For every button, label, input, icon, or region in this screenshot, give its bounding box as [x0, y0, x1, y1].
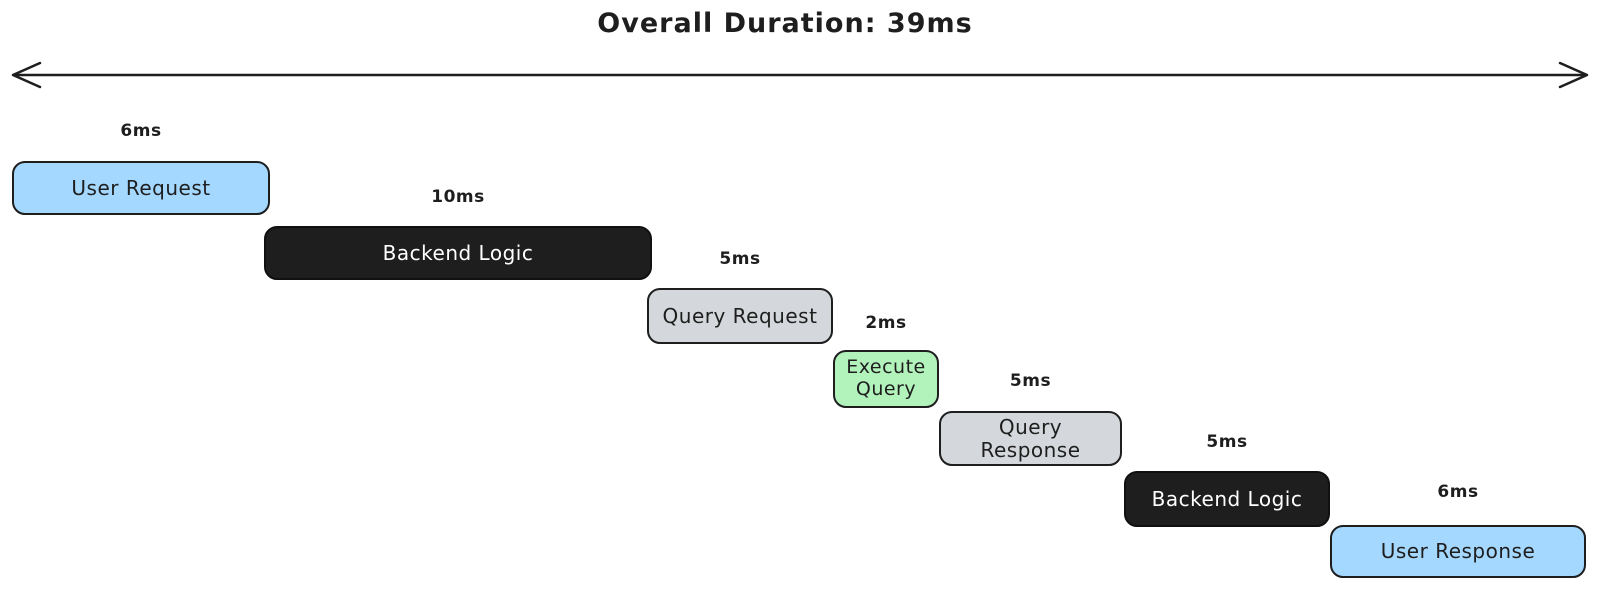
- step-box-backend-logic-1: Backend Logic: [264, 226, 652, 280]
- step-box-query-response: Query Response: [939, 411, 1122, 466]
- step-label-execute-query: Execute Query: [846, 356, 926, 400]
- double-headed-arrow-icon: [11, 61, 1589, 89]
- step-box-execute-query: Execute Query: [833, 350, 939, 408]
- diagram-title: Overall Duration: 39ms: [597, 8, 973, 39]
- step-box-user-request: User Request: [12, 161, 270, 215]
- duration-label-user-response: 6ms: [1437, 482, 1479, 502]
- duration-label-backend-logic-1: 10ms: [431, 187, 485, 207]
- duration-label-user-request: 6ms: [120, 121, 162, 141]
- duration-label-execute-query: 2ms: [865, 313, 907, 333]
- step-label-backend-logic-2: Backend Logic: [1151, 486, 1303, 511]
- step-label-query-request: Query Request: [662, 303, 818, 328]
- step-box-user-response: User Response: [1330, 525, 1586, 578]
- duration-label-query-request: 5ms: [719, 249, 761, 269]
- step-label-user-response: User Response: [1380, 539, 1536, 563]
- duration-label-backend-logic-2: 5ms: [1206, 432, 1248, 452]
- step-box-query-request: Query Request: [647, 288, 833, 344]
- step-label-backend-logic-1: Backend Logic: [382, 240, 534, 265]
- duration-label-query-response: 5ms: [1009, 371, 1052, 391]
- step-label-user-request: User Request: [71, 175, 211, 200]
- step-box-backend-logic-2: Backend Logic: [1124, 471, 1330, 527]
- step-label-query-response: Query Response: [980, 414, 1081, 462]
